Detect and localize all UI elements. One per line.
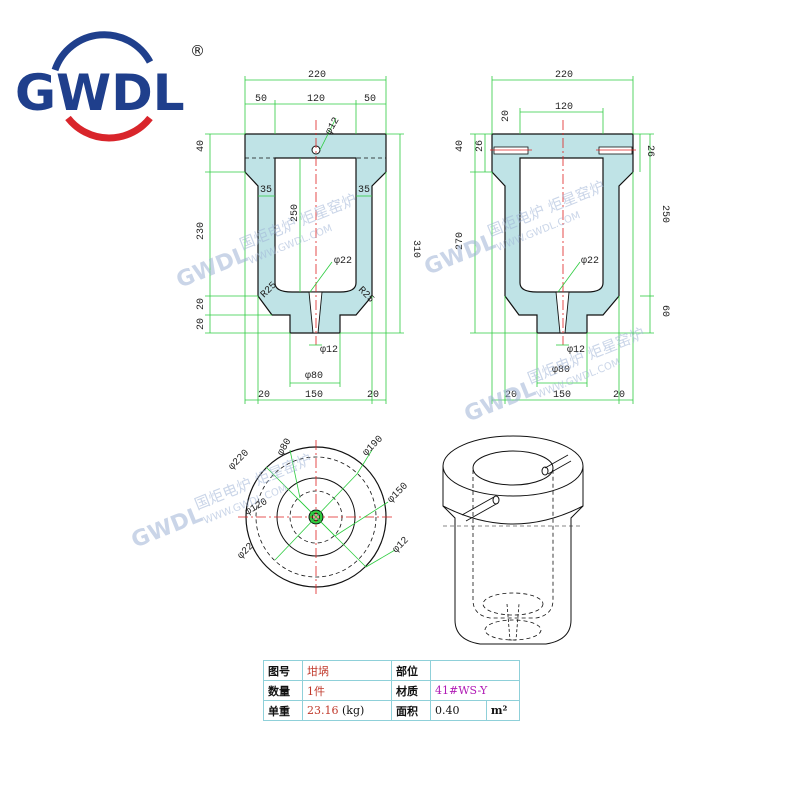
front-dim-v250: 250: [290, 204, 301, 222]
front-dim-h40: 40: [196, 140, 207, 152]
weight-cell: 23.16 (kg): [302, 700, 392, 721]
side-pin-left: [493, 146, 529, 155]
side-dim-h40: 40: [455, 140, 466, 152]
front-nozzle: [308, 291, 323, 334]
front-dim-b150: 150: [305, 390, 323, 401]
front-dim-50a: 50: [255, 94, 267, 105]
watermark-brand-1: GWDL: [173, 242, 252, 293]
iso-inner-hidden: [472, 470, 554, 619]
weight-unit: (kg): [342, 704, 365, 717]
logo-text: GWDL: [15, 64, 185, 122]
isometric-view: [442, 435, 584, 645]
side-dim-120: 120: [555, 102, 573, 113]
spec-row-2: 数量 1件 材质 41#WS-Y: [263, 680, 520, 701]
front-section-view: 220 50 120 50 40 230 20 20 310 35 35 250…: [196, 70, 421, 404]
iso-pin-left: [461, 496, 499, 522]
part-label: 部位: [391, 660, 431, 681]
front-dim-h20a: 20: [196, 298, 207, 310]
side-dimension-lines: [470, 76, 654, 404]
iso-bottom-ring: [482, 592, 544, 616]
front-dim-120: 120: [307, 94, 325, 105]
part-value: [430, 660, 520, 681]
side-dim-d12: φ12: [567, 345, 585, 356]
top-dim-d12: φ12: [391, 535, 412, 556]
top-dim-d150: φ150: [386, 481, 411, 506]
side-dim-b20a: 20: [505, 390, 517, 401]
side-dim-h26a: 26: [475, 140, 486, 152]
side-dim-h270: 270: [455, 232, 466, 250]
side-dim-d80: φ80: [552, 365, 570, 376]
side-dim-t20: 20: [501, 110, 512, 122]
watermark-brand-4: GWDL: [128, 502, 207, 553]
side-pin-right: [598, 146, 633, 155]
front-dim-50b: 50: [364, 94, 376, 105]
top-dim-d190: φ190: [361, 434, 386, 459]
qty-label: 数量: [263, 680, 303, 701]
side-dim-d22: φ22: [581, 256, 599, 267]
front-dim-d22: φ22: [334, 256, 352, 267]
front-dim-h230: 230: [196, 222, 207, 240]
top-ring-190: [255, 456, 377, 578]
area-unit: m²: [485, 700, 521, 721]
spec-table: 图号 坩埚 部位 数量 1件 材质 41#WS-Y 单重 23.16 (kg) …: [263, 660, 521, 721]
top-dim-d80: φ80: [276, 437, 295, 458]
top-view: φ80 φ190 φ220 φ120 φ150 φ12 φ22: [227, 434, 412, 594]
material-label: 材质: [391, 680, 431, 701]
gwdl-logo: GWDL ®: [15, 31, 205, 142]
logo-registered-mark: ®: [190, 42, 205, 60]
area-label: 面积: [391, 700, 431, 721]
side-dim-b150: 150: [553, 390, 571, 401]
iso-top-inner: [472, 450, 554, 486]
side-section-view: 220 120 20 40 26 26 270 250 60 φ22 φ12 φ…: [455, 70, 670, 404]
front-dim-b20b: 20: [367, 390, 379, 401]
logo-blue-arc: [51, 31, 154, 72]
drawing-no-value: 坩埚: [302, 660, 392, 681]
drawing-no-label: 图号: [263, 660, 303, 681]
watermark-brand-3: GWDL: [461, 376, 540, 427]
qty-value: 1件: [302, 680, 392, 701]
top-dim-d220: φ220: [227, 448, 252, 473]
weight-label: 单重: [263, 700, 303, 721]
spec-row-1: 图号 坩埚 部位: [263, 660, 520, 681]
top-dimension-lines: [265, 449, 396, 568]
area-value: 0.40: [430, 700, 487, 721]
side-dim-220: 220: [555, 70, 573, 81]
front-dim-b20a: 20: [258, 390, 270, 401]
iso-lip: [442, 505, 584, 525]
weight-value: 23.16: [307, 704, 339, 717]
front-dim-35b: 35: [358, 185, 370, 196]
side-nozzle: [555, 291, 570, 334]
front-dim-d80: φ80: [305, 371, 323, 382]
side-dim-h60: 60: [659, 305, 670, 317]
front-dimension-lines: [205, 76, 404, 404]
top-dim-d22: φ22: [236, 541, 257, 562]
front-dim-35a: 35: [260, 185, 272, 196]
iso-pin-left-end: [492, 495, 500, 505]
iso-base: [484, 619, 542, 641]
side-dim-h250: 250: [659, 205, 670, 223]
iso-body-outline: [442, 466, 584, 645]
front-dim-220: 220: [308, 70, 326, 81]
logo-red-arc: [65, 115, 153, 142]
side-dim-b20b: 20: [613, 390, 625, 401]
front-dim-h310: 310: [410, 240, 421, 258]
spec-row-3: 单重 23.16 (kg) 面积 0.40 m²: [263, 700, 521, 721]
iso-pin-right-end: [541, 466, 549, 476]
iso-nozzle: [506, 603, 520, 641]
front-dim-h20b: 20: [196, 318, 207, 330]
side-dim-h26b: 26: [644, 145, 655, 157]
front-dim-d12b: φ12: [320, 345, 338, 356]
material-value: 41#WS-Y: [430, 680, 520, 701]
iso-pin-right: [544, 454, 572, 475]
